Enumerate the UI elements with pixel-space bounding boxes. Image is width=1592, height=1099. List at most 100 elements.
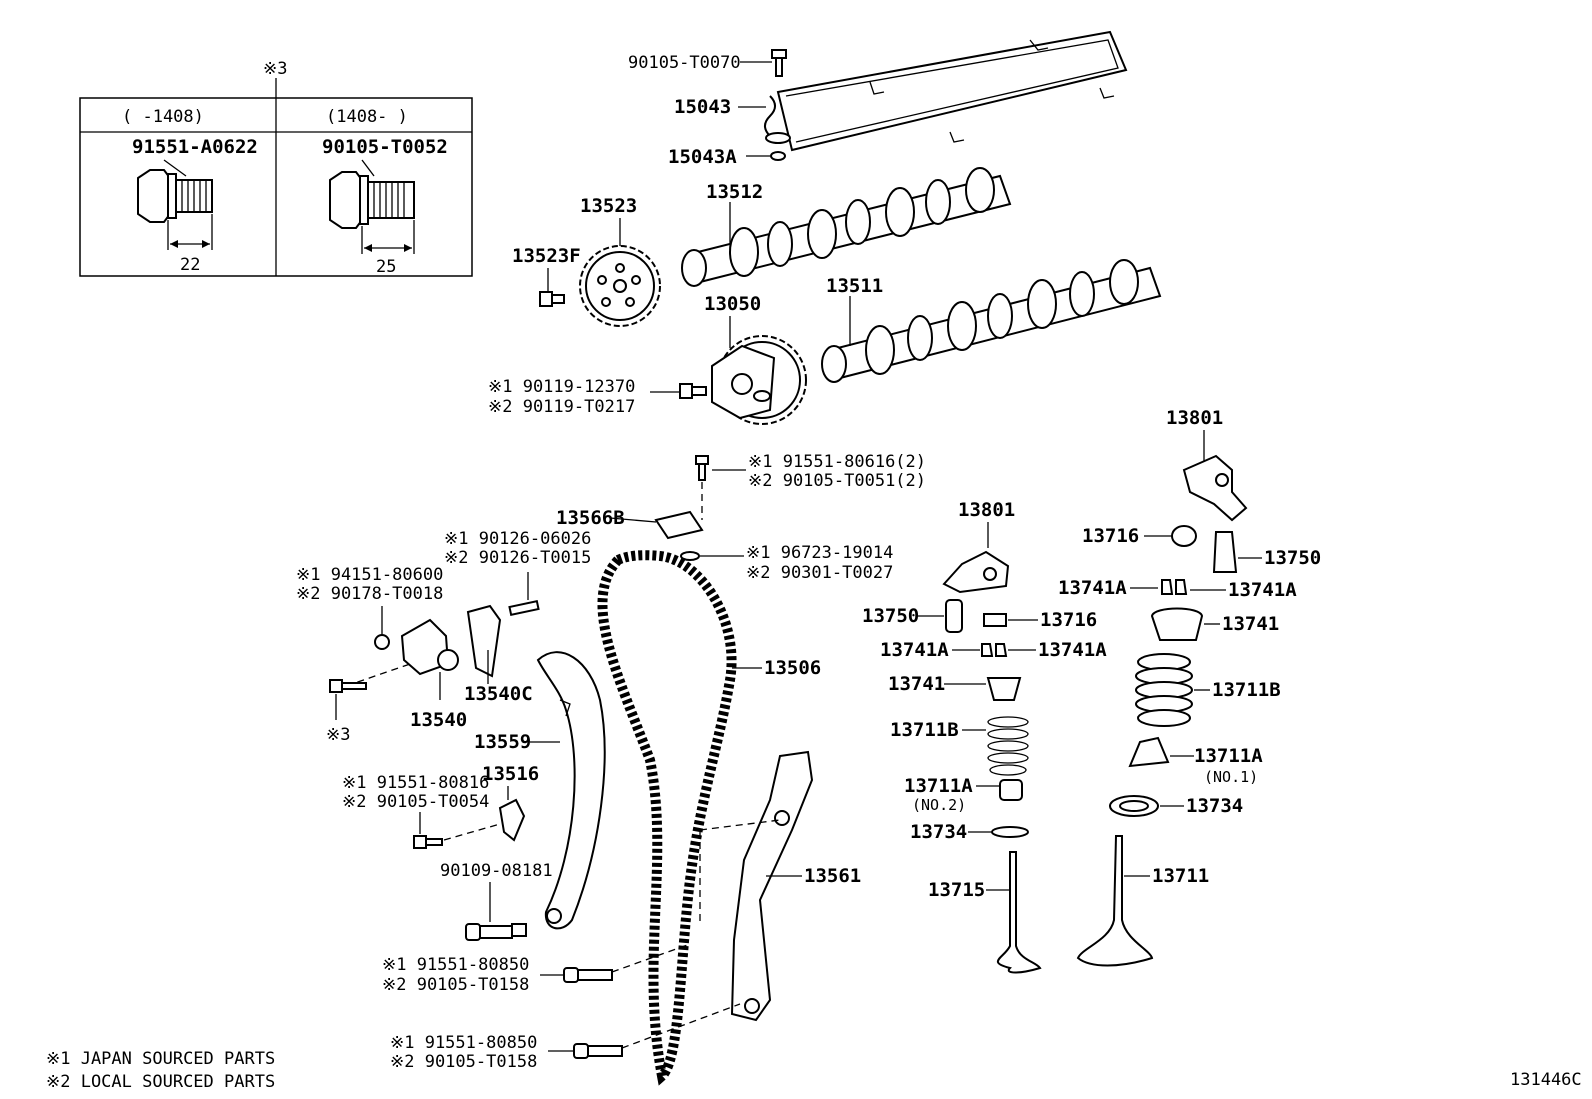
inset-table: ※3 ( -1408) (1408- ) 91551-A0622 90105-T…: [79, 59, 473, 277]
seat-13711A-r: [1128, 736, 1170, 768]
bolt-90109: [465, 882, 527, 941]
callout-13566B: 13566B: [556, 507, 625, 529]
callout-13734-l: 13734: [910, 821, 967, 843]
callout-13741-l: 13741: [888, 673, 945, 695]
pad-13716-icon: [1171, 525, 1197, 547]
callout-15043A: 15043A: [668, 146, 737, 168]
washer-13734-l: [991, 826, 1029, 838]
rocker-arm-13801-top: [1182, 454, 1248, 522]
callout-13750-l: 13750: [862, 605, 919, 627]
inset-col2-part: 90105-T0052: [322, 136, 448, 158]
bolt-91551-80850-a: [540, 943, 691, 983]
keeper-icon: [1161, 579, 1174, 595]
bolt-90119: [650, 383, 707, 399]
lash-adjuster-13750-l: [945, 599, 963, 633]
callout-13050: 13050: [704, 293, 761, 315]
note-local-sourced: ※2 LOCAL SOURCED PARTS: [46, 1072, 275, 1092]
chain-guide-13561: [730, 750, 814, 1022]
inset-col2-header: (1408- ): [326, 107, 408, 127]
callout-no1: (NO.1): [1204, 768, 1258, 786]
vvt-gear-13050: [711, 335, 807, 425]
valve-13715: [996, 851, 1042, 974]
callout-90126-1: ※1 90126-06026: [444, 529, 591, 549]
note-japan-sourced: ※1 JAPAN SOURCED PARTS: [46, 1049, 275, 1069]
callout-13711B-l: 13711B: [890, 719, 959, 741]
sprocket-13523: [579, 245, 661, 327]
callout-91551-80816: ※1 91551-80816: [342, 773, 489, 793]
callout-13523: 13523: [580, 195, 637, 217]
tensioner-13540: [400, 618, 459, 700]
callout-star3: ※3: [326, 725, 350, 745]
callout-91551-80850-a: ※1 91551-80850: [382, 955, 529, 975]
pad-13716-m-icon: [983, 613, 1007, 627]
inset-col2-dim: 25: [376, 257, 396, 277]
chain-guide-13566B: [609, 510, 704, 540]
callout-13741-r: 13741: [1222, 613, 1279, 635]
valve-spring-13711B-r: [1135, 653, 1193, 727]
chain-slipper-13559: [536, 651, 606, 930]
chain-guide-13516: [498, 786, 526, 842]
callout-90126-2: ※2 90126-T0015: [444, 548, 591, 568]
callout-13711B-r: 13711B: [1212, 679, 1281, 701]
callout-13741A-a: 13741A: [1058, 577, 1127, 599]
valve-13711: [1076, 835, 1154, 967]
nut-94151: [374, 606, 390, 650]
bolt-91551-80816: [413, 812, 501, 849]
callout-90105-T0070: 90105-T0070: [628, 53, 741, 73]
washer-13734-r: [1109, 795, 1159, 817]
callout-13715: 13715: [928, 879, 985, 901]
callout-no2: (NO.2): [912, 796, 966, 814]
valve-spring-13711B-l: [987, 716, 1029, 776]
callout-90178: ※2 90178-T0018: [296, 584, 443, 604]
retainer-13741-l: [986, 677, 1022, 701]
callout-13506: 13506: [764, 657, 821, 679]
callout-90105-T0158-a: ※2 90105-T0158: [382, 975, 529, 995]
retainer-13741-r: [1150, 607, 1204, 641]
callout-91551-80850-b: ※1 91551-80850: [390, 1033, 537, 1053]
gasket-13540C: [466, 604, 502, 684]
callout-90105-T0051: ※2 90105-T0051(2): [748, 471, 926, 491]
inset-marker: ※3: [263, 59, 287, 79]
bolt-star3: [329, 679, 367, 720]
callout-96723: ※1 96723-19014: [746, 543, 893, 563]
callout-90105-T0158-b: ※2 90105-T0158: [390, 1052, 537, 1072]
lash-adjuster-13750-r: [1212, 531, 1262, 573]
callout-13559: 13559: [474, 731, 531, 753]
seat-13711A-l: [999, 779, 1023, 801]
callout-13512: 13512: [706, 181, 763, 203]
stud-90126: [508, 572, 540, 617]
callout-91551-80616: ※1 91551-80616(2): [748, 452, 926, 472]
callout-13540: 13540: [410, 709, 467, 731]
callout-15043: 15043: [674, 96, 731, 118]
callout-90301: ※2 90301-T0027: [746, 563, 893, 583]
callout-13540C: 13540C: [464, 683, 533, 705]
rocker-arm-13801-mid: [942, 550, 1010, 594]
flange-bolt-icon: [329, 159, 415, 254]
callout-13511: 13511: [826, 275, 883, 297]
keeper-icon: [1175, 579, 1188, 595]
flange-bolt-icon: [137, 159, 213, 250]
inset-col1-part: 91551-A0622: [132, 136, 258, 158]
callout-90105-T0054: ※2 90105-T0054: [342, 792, 489, 812]
callout-90119-1: ※1 90119-12370: [488, 377, 635, 397]
callout-90119-2: ※2 90119-T0217: [488, 397, 635, 417]
callout-13716-m: 13716: [1040, 609, 1097, 631]
callout-13750-r: 13750: [1264, 547, 1321, 569]
callout-13711A-r: 13711A: [1194, 745, 1263, 767]
callout-13801-top: 13801: [1166, 407, 1223, 429]
callout-13711A-l: 13711A: [904, 775, 973, 797]
callout-13741A-c: 13741A: [880, 639, 949, 661]
bolt-13523F: [539, 268, 565, 307]
callout-13801-mid: 13801: [958, 499, 1015, 521]
callout-13716-l: 13716: [1082, 525, 1139, 547]
bolt-91551-80850-b: [548, 1003, 741, 1059]
camshaft-13512: [681, 167, 1012, 287]
callout-13561: 13561: [804, 865, 861, 887]
callout-13741A-d: 13741A: [1038, 639, 1107, 661]
callout-13523F: 13523F: [512, 245, 581, 267]
inset-col1-dim: 22: [180, 255, 200, 275]
callout-13711: 13711: [1152, 865, 1209, 887]
callout-90109: 90109-08181: [440, 861, 553, 881]
keeper-icon: [981, 643, 994, 657]
